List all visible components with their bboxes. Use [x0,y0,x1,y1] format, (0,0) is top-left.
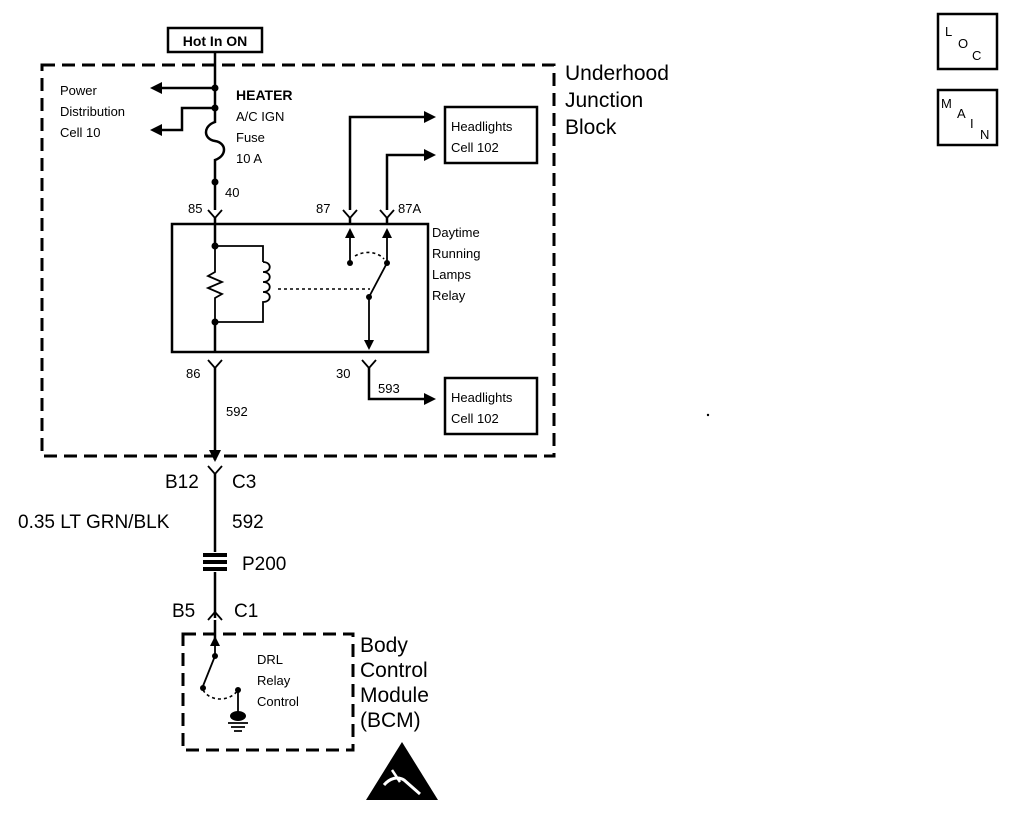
bcm-border [181,632,355,752]
resistor-symbol [205,246,225,322]
pin-86-label: 86 [186,366,200,381]
svg-text:Block: Block [565,116,617,139]
pin-87a-label: 87A [398,201,421,216]
svg-text:Body: Body [360,634,408,657]
power-dist-wire-2 [158,106,215,132]
switch-travel-arc [354,251,385,260]
fuse-symbol [204,108,226,182]
svg-text:HEATER: HEATER [236,87,293,103]
arrow-left-icon [150,82,162,94]
drl-switch-arm [202,655,216,687]
arrow-up-icon [345,228,355,238]
svg-text:M: M [941,96,952,111]
headlights-top-box [443,105,539,165]
headlights-top-label: Headlights [451,119,513,134]
relay-switch-arm [368,262,388,298]
svg-text:DRL: DRL [257,652,283,667]
heater-fuse-label: HEATER A/C IGN Fuse 10 A [236,87,293,166]
svg-text:A: A [957,106,966,121]
coil-symbol [215,261,271,323]
arrow-down-icon [364,340,374,350]
drl-switch-arc [202,689,239,700]
c3-connector-label: C3 [232,472,256,493]
headlights-bottom-cell: Cell 102 [451,411,499,426]
wire-circuit-label: 592 [232,512,264,533]
main-icon[interactable]: M A I N [936,88,999,147]
wire-color-label: 0.35 LT GRN/BLK [18,512,170,533]
svg-text:I: I [970,116,974,131]
arrow-left-icon [150,124,162,136]
hot-in-on-label: Hot In ON [183,33,248,49]
svg-text:Relay: Relay [432,288,466,303]
svg-text:N: N [980,127,989,142]
arrow-up-icon [210,636,220,646]
svg-text:O: O [958,36,968,51]
coil-top-wire [215,245,264,262]
c3-pin-label: B12 [165,472,199,493]
svg-text:Fuse: Fuse [236,130,265,145]
svg-text:C: C [972,48,981,63]
arrow-up-icon [382,228,392,238]
svg-text:(BCM): (BCM) [360,709,421,732]
circuit-593-label: 593 [378,381,400,396]
svg-text:10 A: 10 A [236,151,262,166]
arrow-down-icon [209,450,221,462]
svg-text:Cell 10: Cell 10 [60,125,100,140]
svg-text:Module: Module [360,684,429,707]
headlights-bottom-label: Headlights [451,390,513,405]
svg-text:Running: Running [432,246,480,261]
pin-87a-to-headlights-wire [385,153,425,210]
underhood-junction-block-border [40,63,556,458]
pin-85-label: 85 [188,201,202,216]
pin-30-label: 30 [336,366,350,381]
pin-87-terminal [342,209,358,220]
drl-label: DRL Relay Control [257,652,299,709]
esd-warning-icon [366,742,438,800]
relay-box [170,222,430,354]
circuit-592-inner-label: 592 [226,404,248,419]
splice-label: P200 [242,554,286,575]
pin-87a-terminal [379,209,395,220]
splice-icon [203,553,227,557]
svg-text:Daytime: Daytime [432,225,480,240]
c3-connector-icon [207,465,223,476]
arrow-right-icon [424,111,436,123]
ground-icon [228,711,248,732]
speck-dot [706,413,710,417]
svg-text:L: L [945,24,952,39]
headlights-bottom-box [443,376,539,436]
splice-icon-bar [203,560,227,564]
pin-85-terminal [207,209,223,220]
pin-30-to-headlights-wire [367,368,425,401]
arrow-right-icon [424,393,436,405]
pin-87-to-headlights-wire [348,115,425,210]
svg-text:Underhood: Underhood [565,62,669,85]
c1-connector-label: C1 [234,601,258,622]
svg-text:Relay: Relay [257,673,291,688]
svg-text:Distribution: Distribution [60,104,125,119]
svg-text:Lamps: Lamps [432,267,472,282]
pin-30-terminal [361,359,377,370]
headlights-top-cell: Cell 102 [451,140,499,155]
c1-pin-label: B5 [172,601,195,622]
relay-label: Daytime Running Lamps Relay [432,225,480,303]
svg-text:Control: Control [257,694,299,709]
drl-switch-pivot [200,685,206,691]
pin-86-terminal [207,359,223,370]
splice-icon-bar-2 [203,567,227,571]
svg-text:Junction: Junction [565,89,643,112]
contact-87-point [347,260,353,266]
svg-text:Control: Control [360,659,428,682]
pin-87-label: 87 [316,201,330,216]
fuse-pin-label: 40 [225,185,239,200]
bcm-label: Body Control Module (BCM) [360,634,429,732]
c1-connector-icon [207,610,223,621]
loc-icon[interactable]: L O C [936,12,999,71]
svg-text:Power: Power [60,83,98,98]
svg-text:A/C IGN: A/C IGN [236,109,284,124]
arrow-right-icon [424,149,436,161]
power-distribution-label: Power Distribution Cell 10 [60,83,125,140]
underhood-junction-block-label: Underhood Junction Block [565,62,669,139]
